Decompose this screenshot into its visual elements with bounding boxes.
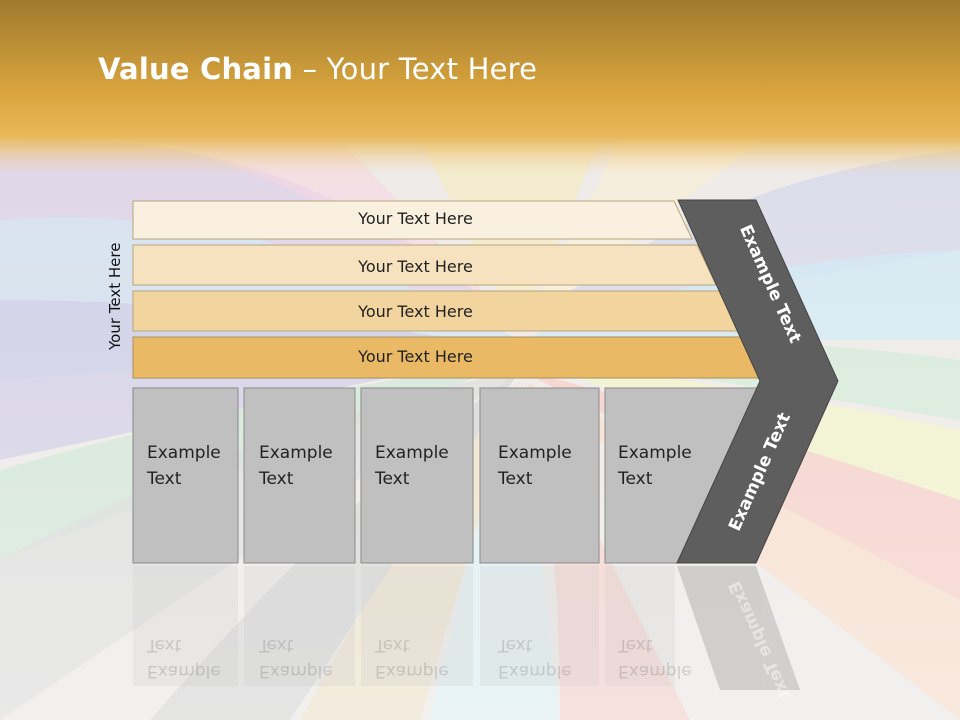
side-label: Your Text Here — [106, 242, 124, 350]
reflection — [133, 566, 800, 690]
bar-4-label: Your Text Here — [358, 347, 473, 366]
bar-1-label: Your Text Here — [358, 209, 473, 228]
title-bold: Value Chain — [98, 52, 294, 86]
title-rest: – Your Text Here — [293, 52, 538, 86]
box-3[interactable] — [360, 387, 474, 564]
bar-3-label: Your Text Here — [358, 302, 473, 321]
slide-title: Value Chain – Your Text Here — [98, 52, 537, 86]
bar-1[interactable] — [132, 200, 693, 240]
box-1[interactable] — [132, 387, 239, 564]
bar-2-label: Your Text Here — [358, 257, 473, 276]
chevron-arrow[interactable] — [676, 199, 839, 564]
box-4[interactable] — [479, 387, 600, 564]
box-2[interactable] — [243, 387, 356, 564]
